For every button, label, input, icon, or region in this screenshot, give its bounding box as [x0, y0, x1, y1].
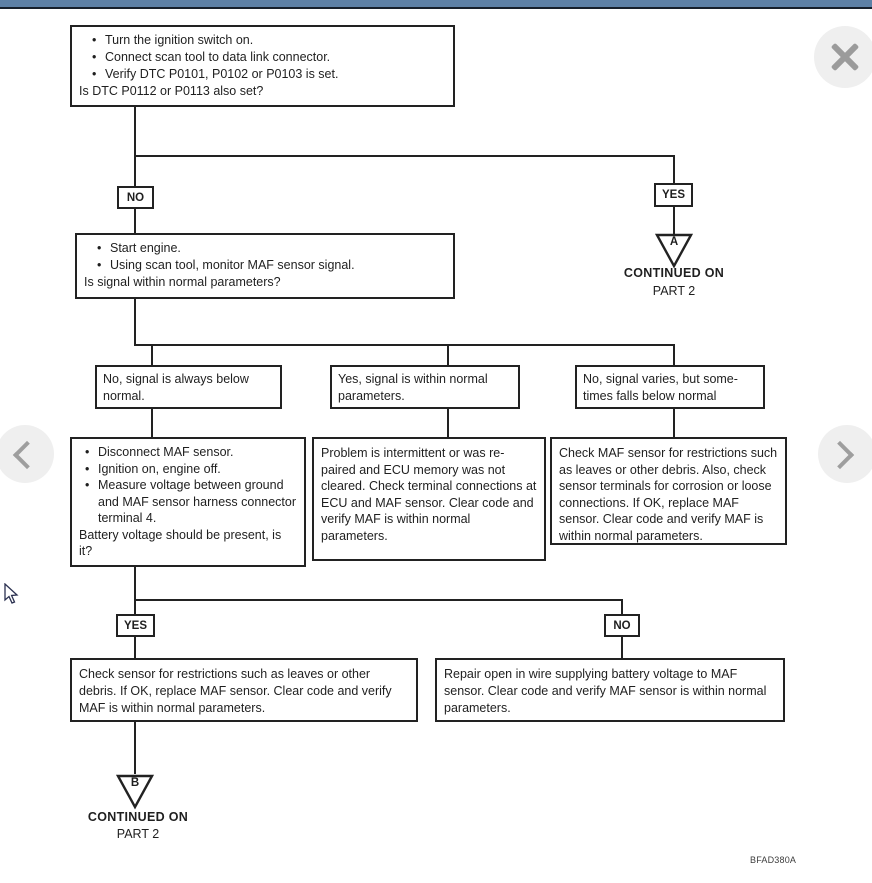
connector-line: [621, 637, 623, 658]
connector-line: [134, 637, 136, 658]
branch-box-signal-varies: No, signal varies, but some-times falls …: [575, 365, 765, 409]
figure-code: BFAD380A: [750, 855, 797, 865]
window-top-bar: [0, 0, 872, 9]
branch-signal-low-text: No, signal is always below normal.: [103, 372, 249, 403]
prev-image-button[interactable]: [0, 425, 54, 483]
bullet-glyph: •: [92, 33, 97, 47]
continue-a-letter: A: [669, 236, 679, 248]
decision-label-no-2: NO: [604, 614, 640, 637]
connector-line: [673, 409, 675, 437]
bullet-glyph: •: [85, 478, 90, 492]
bullet-glyph: •: [97, 258, 102, 272]
connector-line: [134, 209, 136, 233]
step1-bullet-3: Verify DTC P0101, P0102 or P0103 is set.: [105, 67, 339, 81]
step2-bullet-2: Using scan tool, monitor MAF sensor sign…: [110, 258, 355, 272]
connector-line: [151, 344, 153, 365]
bullet-glyph: •: [85, 445, 90, 459]
restrictions-text: Check MAF sensor for restrictions such a…: [559, 446, 778, 543]
result-repair-wire-text: Repair open in wire supplying battery vo…: [444, 667, 767, 715]
result-box-check-sensor: Check sensor for restrictions such as le…: [70, 658, 418, 722]
connector-line: [673, 207, 675, 234]
decision-label-yes-1: YES: [654, 183, 693, 207]
branch-box-signal-normal: Yes, signal is within normal parameters.: [330, 365, 520, 409]
connector-line: [447, 409, 449, 437]
connector-line: [134, 722, 136, 774]
connector-line: [134, 299, 136, 346]
decision-label-no-1: NO: [117, 186, 154, 209]
continue-b-part: PART 2: [116, 827, 160, 841]
continue-b-connector: B: [116, 774, 154, 810]
mouse-cursor: [4, 583, 19, 604]
connector-line: [673, 344, 675, 365]
measure-question: Battery voltage should be present, is it…: [79, 527, 282, 559]
close-button[interactable]: [814, 26, 872, 88]
branch-signal-normal-text: Yes, signal is within normal parameters.: [338, 372, 488, 403]
step2-bullet-1: Start engine.: [110, 241, 181, 255]
connector-line: [673, 155, 675, 183]
step1-question: Is DTC P0112 or P0113 also set?: [79, 84, 264, 98]
connector-line: [134, 344, 674, 346]
connector-line: [134, 155, 675, 157]
flow-box-start-engine: • Start engine. • Using scan tool, monitor…: [75, 233, 455, 299]
continue-b-letter: B: [130, 777, 140, 789]
connector-line: [621, 599, 623, 614]
action-box-intermittent: Problem is intermittent or was re-paired…: [312, 437, 546, 561]
bullet-glyph: •: [85, 461, 90, 476]
chevron-right-icon: [825, 440, 855, 470]
measure-bullet-2: Ignition on, engine off.: [98, 461, 221, 476]
step1-bullet-1: Turn the ignition switch on.: [105, 33, 254, 47]
chevron-left-icon: [12, 440, 42, 470]
connector-line: [151, 409, 153, 437]
continue-b-caption: CONTINUED ON: [87, 810, 189, 824]
branch-signal-varies-text: No, signal varies, but some-times falls …: [583, 372, 738, 403]
connector-line: [134, 599, 136, 614]
flow-box-initial-checks: • Turn the ignition switch on. • Connect s…: [70, 25, 455, 107]
continue-a-part: PART 2: [652, 284, 696, 298]
bullet-glyph: •: [92, 50, 97, 64]
branch-box-signal-low: No, signal is always below normal.: [95, 365, 282, 409]
triangle-down-icon: [655, 233, 693, 269]
connector-line: [134, 107, 136, 156]
connector-line: [134, 155, 136, 186]
bullet-glyph: •: [97, 241, 102, 255]
measure-bullet-3: Measure voltage between ground and MAF s…: [98, 478, 297, 525]
continue-a-connector: A: [655, 233, 693, 269]
intermittent-text: Problem is intermittent or was re-paired…: [321, 446, 537, 543]
step1-bullet-2: Connect scan tool to data link connector…: [105, 50, 331, 64]
bullet-glyph: •: [92, 67, 97, 81]
connector-line: [447, 344, 449, 365]
result-check-sensor-text: Check sensor for restrictions such as le…: [79, 667, 392, 715]
next-image-button[interactable]: [818, 425, 872, 483]
triangle-down-icon: [116, 774, 154, 810]
action-box-restrictions: Check MAF sensor for restrictions such a…: [550, 437, 787, 545]
decision-label-yes-2: YES: [116, 614, 155, 637]
step2-question: Is signal within normal parameters?: [84, 275, 281, 289]
connector-line: [134, 567, 136, 601]
connector-line: [134, 599, 623, 601]
action-box-measure-voltage: • Disconnect MAF sensor. • Ignition on, en…: [70, 437, 306, 567]
result-box-repair-wire: Repair open in wire supplying battery vo…: [435, 658, 785, 722]
measure-bullet-1: Disconnect MAF sensor.: [98, 445, 234, 459]
continue-a-caption: CONTINUED ON: [623, 266, 725, 280]
